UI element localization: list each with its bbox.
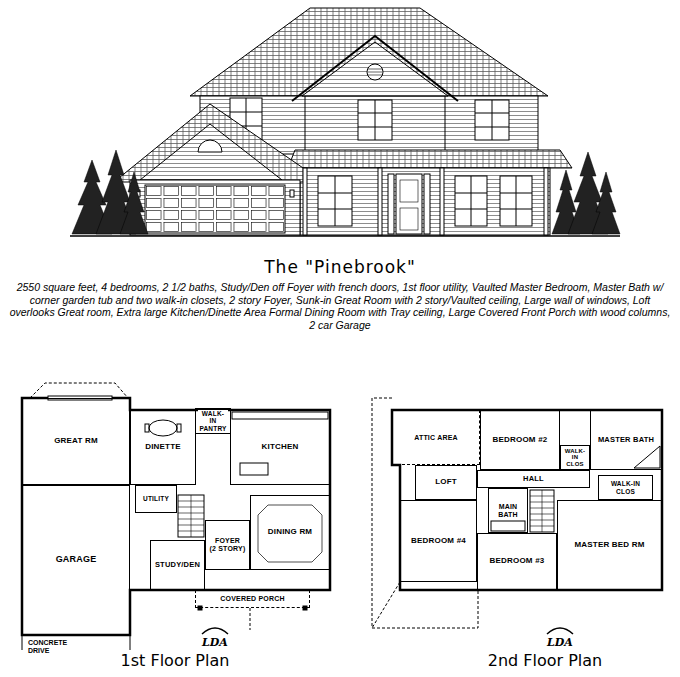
trees [72,150,620,234]
room-area: MASTER BATH [590,410,662,470]
room-name: BEDROOM #3 [489,557,546,566]
room-name: FOYER [214,537,241,545]
room-area: BEDROOM #3 [477,533,557,590]
room-name: HALL [522,475,545,483]
room-area: UTILITY [135,485,177,513]
room-area: MASTER BED RM [557,500,662,590]
room-area: KITCHEN [230,410,330,485]
room-area: WALK-IN PANTRY [195,408,230,434]
room-name: GARAGE [55,555,98,565]
room-name: MASTER BED RM [573,541,645,550]
room-area: DINETTE [130,410,196,485]
plan-title: The "Pinebrook" [0,257,680,277]
room-area: FOYER(2 STORY) [205,520,250,570]
room-area: COVERED PORCH [195,590,310,608]
room-name: GREAT RM [53,437,99,446]
room-name: BEDROOM #2 [492,436,549,445]
room-name: LOFT [434,478,458,487]
room-name: MASTER BATH [597,436,655,444]
room-name: BEDROOM #4 [410,537,467,546]
room-name: ATTIC AREA [413,434,459,442]
front-elevation [70,8,620,236]
room-name: MAIN BATH [491,503,525,518]
room-name: WALK-IN CLOS [601,480,650,494]
room-name: DINETTE [144,443,182,452]
room-area: WALK-IN CLOS [598,475,653,500]
room-area: BEDROOM #4 [400,500,477,582]
room-name: KITCHEN [261,443,300,452]
room-area: WALK-IN CLOS [560,445,590,470]
first-floor-walls [22,383,330,650]
room-name: WALK-IN CLOS [563,448,587,468]
site-note: CONCRETE DRIVE [28,639,78,655]
room-area: DINING RM [250,495,330,570]
plan-caption: 1st Floor Plan [100,652,250,670]
room-area: GREAT RM [22,398,130,485]
room-area: LOFT [415,465,477,500]
room-area: MAIN BATH [488,488,528,533]
second-floor-walls [372,398,662,634]
room-area: GARAGE [22,485,130,635]
room-name: UTILITY [142,495,170,502]
plan-caption: 2nd Floor Plan [470,652,620,670]
room-area: HALL [477,470,590,488]
plan-description: 2550 square feet, 4 bedrooms, 2 1/2 bath… [6,281,674,331]
room-name: STUDY/DEN [154,561,201,569]
room-name: WALK-IN PANTRY [198,410,227,431]
room-area: BEDROOM #2 [480,410,560,470]
room-name: DINING RM [267,528,313,537]
room-area: ATTIC AREA [392,410,480,465]
room-name: COVERED PORCH [219,595,285,603]
logo-text: LDA [195,637,235,650]
logo-text: LDA [540,637,580,650]
room-area: STUDY/DEN [150,540,205,590]
room-name: (2 STORY) [208,545,246,553]
